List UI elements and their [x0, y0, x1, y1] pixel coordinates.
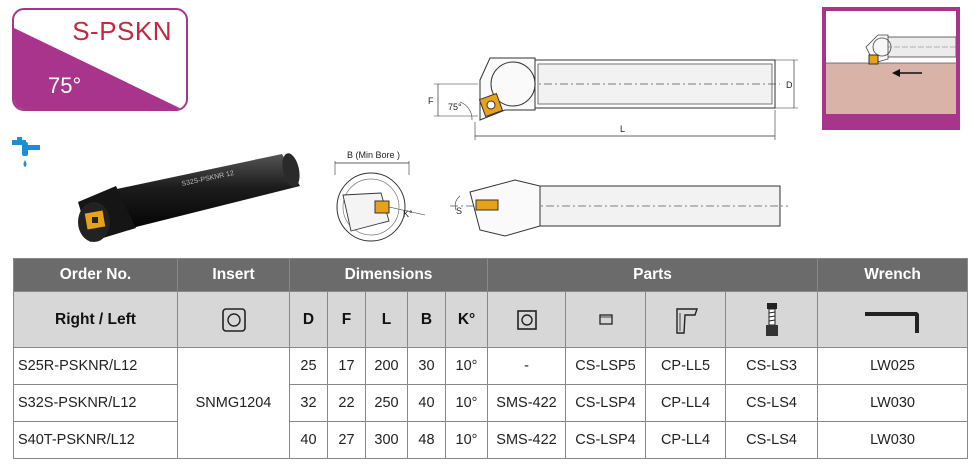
- cell-wrench: LW030: [817, 421, 969, 459]
- cell-lever-screw: CS-LSP4: [565, 384, 647, 422]
- cell-f: 17: [327, 347, 366, 385]
- cell-screw: CS-LS4: [725, 421, 819, 459]
- cell-k: 10°: [444, 347, 489, 385]
- cell-k: 10°: [444, 384, 489, 422]
- cell-order-no: S25R-PSKNR/L12: [13, 347, 178, 385]
- table-row: S40T-PSKNR/L12 40 27 300 48 10° SMS-422 …: [13, 421, 969, 459]
- header-dim-b: B: [407, 291, 446, 348]
- cell-b: 48: [407, 421, 446, 459]
- end-view-drawing: B (Min Bore ) K°: [334, 150, 426, 242]
- k-angle-label: K°: [403, 209, 413, 219]
- table-group-header-row: Order No. Insert Dimensions Parts Wrench: [13, 258, 969, 292]
- angle-label: 75°: [448, 102, 462, 112]
- cell-insert-code: SNMG1204: [177, 347, 290, 459]
- cell-shim: -: [487, 347, 567, 385]
- tool-holder-render: S32S-PSKNR 12: [78, 153, 300, 242]
- cell-lever: CP-LL5: [645, 347, 727, 385]
- header-insert: Insert: [177, 258, 290, 292]
- spec-table: Order No. Insert Dimensions Parts Wrench…: [13, 258, 969, 459]
- cell-shim: SMS-422: [487, 384, 567, 422]
- dim-label-l: L: [620, 124, 625, 134]
- lever-screw-icon: [565, 291, 647, 348]
- cell-k: 10°: [444, 421, 489, 459]
- cell-shim: SMS-422: [487, 421, 567, 459]
- dim-label-f: F: [428, 96, 434, 106]
- header-right-left: Right / Left: [13, 291, 178, 348]
- cell-f: 27: [327, 421, 366, 459]
- side-view-drawing: S: [450, 179, 788, 237]
- table-row: S25R-PSKNR/L12 SNMG1204 25 17 200 30 10°…: [13, 347, 969, 459]
- dim-label-b: B (Min Bore ): [347, 150, 400, 160]
- header-dimensions: Dimensions: [288, 258, 489, 292]
- cell-lever: CP-LL4: [645, 421, 727, 459]
- cell-d: 25: [289, 347, 328, 385]
- series-badge: S-PSKN 75°: [12, 8, 188, 111]
- header-dim-d: D: [289, 291, 328, 348]
- header-dim-f: F: [327, 291, 366, 348]
- application-inset: [822, 7, 960, 130]
- cell-screw: CS-LS3: [725, 347, 819, 385]
- cell-order-no: S32S-PSKNR/L12: [13, 384, 178, 422]
- s-angle-label: S: [456, 206, 462, 216]
- series-code: S-PSKN: [72, 16, 172, 46]
- cell-b: 40: [407, 384, 446, 422]
- header-dim-l: L: [365, 291, 408, 348]
- lever-icon: [645, 291, 727, 348]
- cell-b: 30: [407, 347, 446, 385]
- cell-order-no: S40T-PSKNR/L12: [13, 421, 178, 459]
- top-view-drawing: D L F 75°: [428, 57, 798, 140]
- cell-d: 40: [289, 421, 328, 459]
- cell-wrench: LW030: [817, 384, 969, 422]
- header-dim-k: K°: [444, 291, 489, 348]
- cell-l: 200: [365, 347, 408, 385]
- cell-wrench: LW025: [817, 347, 969, 385]
- cell-f: 22: [327, 384, 366, 422]
- clamp-screw-icon: [725, 291, 819, 348]
- dim-label-d: D: [786, 80, 793, 90]
- badge-triangle: [14, 28, 182, 109]
- cell-l: 250: [365, 384, 408, 422]
- table-row: S32S-PSKNR/L12 32 22 250 40 10° SMS-422 …: [13, 384, 969, 422]
- shim-icon: [487, 291, 567, 348]
- cell-lever-screw: CS-LSP5: [565, 347, 647, 385]
- cell-lever: CP-LL4: [645, 384, 727, 422]
- cell-screw: CS-LS4: [725, 384, 819, 422]
- cell-lever-screw: CS-LSP4: [565, 421, 647, 459]
- boring-operation-diagram: [826, 34, 957, 114]
- header-wrench: Wrench: [817, 258, 969, 292]
- approach-angle: 75°: [48, 73, 82, 98]
- hex-wrench-icon: [817, 291, 969, 348]
- cell-d: 32: [289, 384, 328, 422]
- cell-l: 300: [365, 421, 408, 459]
- coolant-tap-icon: [12, 137, 40, 167]
- insert-square-icon: [177, 291, 290, 348]
- header-order-no: Order No.: [13, 258, 178, 292]
- header-parts: Parts: [487, 258, 819, 292]
- table-sub-header-row: Right / Left D F L B K°: [13, 291, 969, 348]
